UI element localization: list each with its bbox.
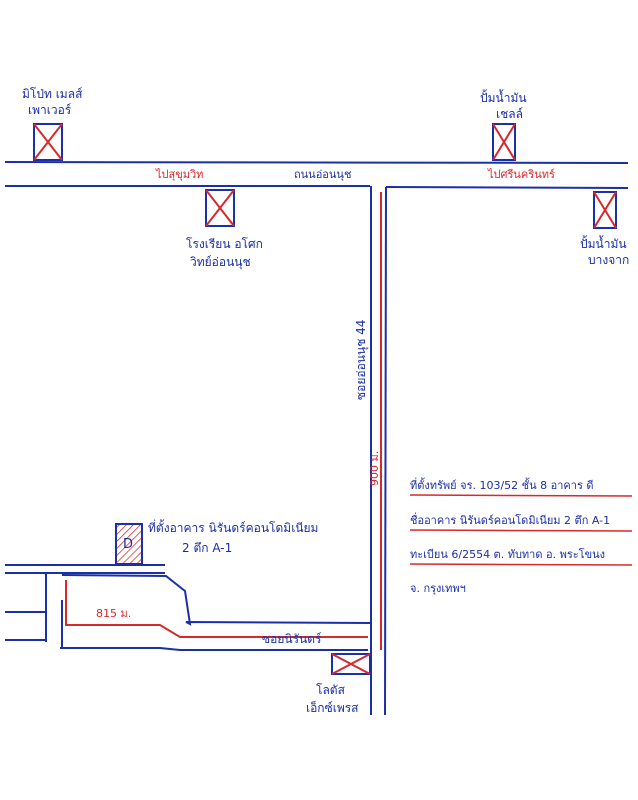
school-label-1: โรงเรียน อโศก — [186, 237, 263, 251]
soi-vertical-road — [370, 186, 387, 716]
building-label-2: 2 ตึก A-1 — [182, 541, 232, 555]
road-label-main: ถนนอ่อนนุช — [294, 168, 351, 181]
address-line-2: ชื่ออาคาร นิรันดร์คอนโดมิเนียม 2 ตึก A-1 — [410, 512, 610, 527]
distance-vertical-label: 900 ม. — [368, 451, 381, 486]
landmark-marker-top-left — [33, 123, 63, 161]
address-line-4: จ. กรุงเทพฯ — [410, 582, 466, 595]
address-line-3: ทะเบียน 6/2554 ต. ทับทาด อ. พระโขนง — [410, 547, 605, 561]
soi-horizontal-label: ซอยนิรันดร์ — [262, 632, 322, 646]
route-line-horizontal — [65, 580, 368, 638]
landmark-label-top-left-2: เพาเวอร์ — [28, 103, 72, 117]
landmark-label-bottom-1: โลตัส — [316, 683, 346, 697]
landmark-label-right-2: บางจาก — [588, 253, 629, 267]
landmark-marker-right — [593, 191, 617, 229]
landmark-label-top-left-1: มิโป่ท เมลส์ — [22, 87, 83, 101]
school-label-2: วิทย์อ่อนนุช — [190, 255, 251, 270]
main-road — [4, 161, 629, 189]
school-marker — [205, 189, 235, 227]
landmark-marker-top-right — [492, 123, 516, 161]
road-label-to-left: ไปสุขุมวิท — [155, 168, 203, 181]
road-label-to-right: ไปศรีนครินทร์ — [487, 168, 555, 181]
address-underlines — [409, 494, 633, 566]
address-line-1: ที่ตั้งทรัพย์ จร. 103/52 ชั้น 8 อาคาร ดี — [410, 477, 594, 492]
building-marker-letter: D — [123, 537, 133, 552]
building-marker: D — [115, 523, 143, 565]
landmark-label-bottom-2: เอ็กซ์เพรส — [306, 700, 359, 715]
landmark-label-top-right-1: ปั้มน้ำมัน — [480, 89, 527, 105]
soi-horizontal-road — [5, 564, 371, 651]
landmark-marker-bottom — [331, 653, 371, 675]
landmark-label-top-right-2: เชลล์ — [496, 107, 523, 121]
soi-vertical-label: ซอยอ่อนนุช 44 — [354, 320, 369, 400]
building-label-1: ที่ตั้งอาคาร นิรันดร์คอนโดมิเนียม — [148, 519, 318, 535]
distance-horizontal-label: 815 ม. — [96, 607, 131, 620]
landmark-label-right-1: ปั้มน้ำมัน — [580, 235, 627, 251]
